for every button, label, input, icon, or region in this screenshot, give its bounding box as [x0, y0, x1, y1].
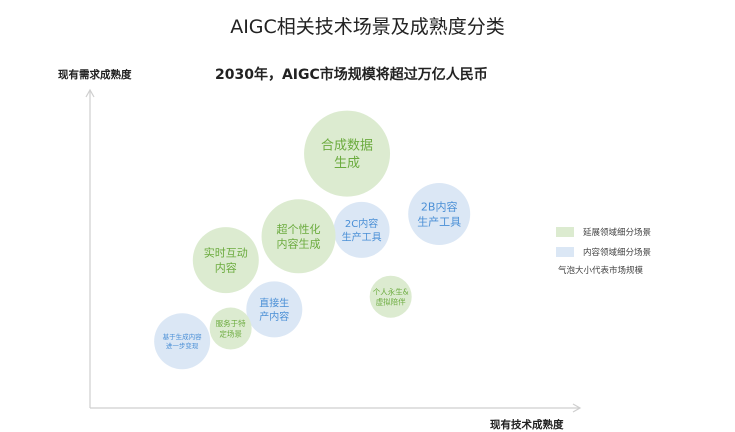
chart-title: AIGC相关技术场景及成熟度分类	[230, 16, 505, 38]
bubble-label-line: 个人永生&	[373, 286, 409, 296]
bubble-label-line: 内容	[215, 261, 237, 275]
bubble-content	[154, 313, 211, 370]
bubble-label: 个人永生&虚拟陪伴	[373, 286, 409, 306]
y-axis-arrow	[85, 88, 95, 98]
bubble-label: 实时互动内容	[204, 246, 248, 275]
y-axis-label: 现有需求成熟度	[58, 69, 132, 81]
bubble-extended	[192, 227, 259, 294]
legend-item-content: 内容领域细分场景	[556, 242, 651, 262]
chart-subtitle: 2030年，AIGC市场规模将超过万亿人民币	[215, 67, 488, 83]
bubble-label-line: 生产工具	[342, 230, 382, 243]
bubble-label-line: 服务于特	[216, 318, 246, 328]
bubble-label-line: 生成	[334, 156, 360, 171]
x-axis-arrow	[572, 403, 582, 413]
legend-label: 内容领域细分场景	[583, 248, 652, 258]
legend-swatch-blue	[556, 247, 574, 257]
bubble-label-line: 直接生	[259, 296, 289, 309]
bubble-extended	[304, 110, 391, 197]
legend-note: 气泡大小代表市场规模	[558, 266, 644, 276]
bubble-content	[333, 201, 390, 258]
bubble-label-line: 定场景	[219, 328, 242, 338]
bubble-label: 2B内容生产工具	[417, 200, 461, 229]
bubble-label-line: 进一步变现	[166, 341, 199, 350]
bubbles: 合成数据生成2B内容生产工具2C内容生产工具超个性化内容生成实时互动内容个人永生…	[154, 110, 471, 370]
bubble-label-line: 合成数据	[321, 139, 373, 154]
bubble-label-line: 生产工具	[417, 214, 461, 228]
bubble-label: 2C内容生产工具	[342, 217, 382, 244]
bubble-label-line: 实时互动	[204, 246, 248, 260]
bubble-label: 直接生产内容	[259, 296, 289, 323]
bubble-label-line: 内容生成	[277, 237, 321, 251]
bubble-label-line: 超个性化	[277, 222, 321, 236]
bubble-content	[408, 183, 471, 246]
x-axis-label: 现有技术成熟度	[490, 419, 564, 431]
legend: 延展领域细分场景 内容领域细分场景 气泡大小代表市场规模	[556, 222, 651, 276]
legend-swatch-green	[556, 227, 574, 237]
bubble-extended	[209, 307, 252, 350]
bubble-label-line: 虚拟陪伴	[376, 296, 406, 306]
bubble-label: 服务于特定场景	[216, 318, 246, 338]
bubble-extended	[261, 199, 336, 274]
bubble-label-line: 2B内容	[421, 200, 458, 214]
bubble-label: 基于生成内容进一步变现	[163, 332, 203, 350]
bubble-label-line: 产内容	[259, 310, 289, 323]
bubble-content	[246, 281, 303, 338]
bubble-label: 合成数据生成	[321, 139, 373, 172]
bubble-label-line: 基于生成内容	[163, 332, 203, 341]
legend-label: 延展领域细分场景	[583, 228, 652, 238]
bubble-extended	[369, 275, 412, 318]
legend-item-extended: 延展领域细分场景	[556, 222, 651, 242]
bubble-label-line: 2C内容	[345, 217, 378, 230]
bubble-label: 超个性化内容生成	[277, 222, 321, 251]
